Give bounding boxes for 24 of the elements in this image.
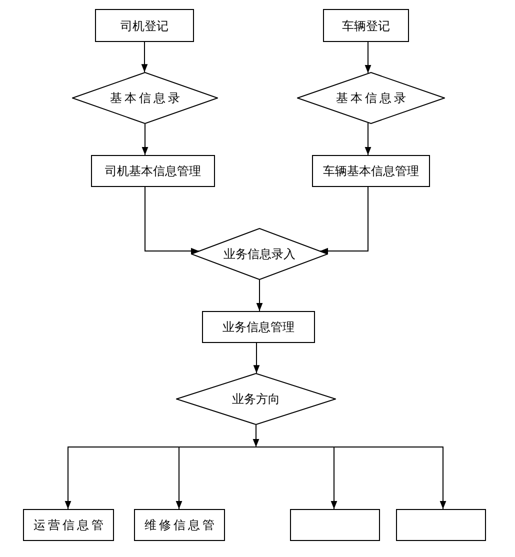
process-box bbox=[290, 509, 380, 541]
decision-diamond: 业务信息录入 bbox=[191, 228, 328, 280]
arrow bbox=[320, 186, 368, 254]
arrow bbox=[253, 342, 260, 374]
process-box: 车辆登记 bbox=[323, 9, 409, 42]
process-box bbox=[396, 509, 486, 541]
process-box: 维修信息管 bbox=[134, 509, 225, 541]
arrow bbox=[176, 446, 256, 510]
process-box: 业务信息管理 bbox=[202, 311, 315, 343]
decision-diamond: 基本信息录 bbox=[72, 72, 218, 124]
arrow bbox=[141, 42, 148, 73]
arrow bbox=[144, 186, 200, 254]
process-box: 车辆基本信息管理 bbox=[312, 155, 430, 187]
process-box: 运营信息管 bbox=[23, 509, 114, 541]
arrow bbox=[252, 424, 260, 448]
process-box: 司机登记 bbox=[95, 9, 194, 42]
arrow bbox=[142, 124, 148, 156]
process-box: 司机基本信息管理 bbox=[91, 155, 215, 187]
arrow bbox=[256, 446, 446, 510]
arrow bbox=[364, 42, 372, 74]
decision-diamond: 业务方向 bbox=[176, 373, 336, 425]
arrow bbox=[364, 122, 372, 156]
decision-diamond: 基本信息录 bbox=[297, 72, 445, 124]
arrow bbox=[256, 280, 263, 312]
